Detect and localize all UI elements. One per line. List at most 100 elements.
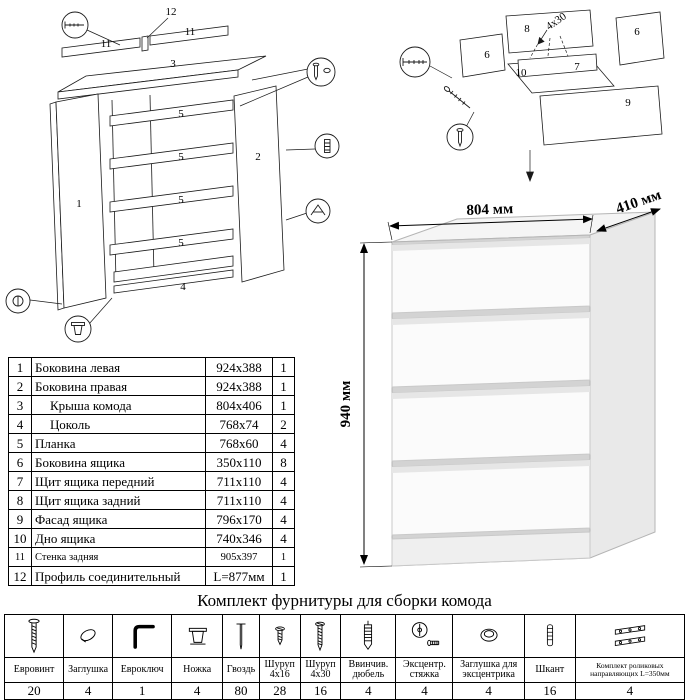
part-label-5a: 5 xyxy=(178,108,184,120)
hw-item-qty: 4 xyxy=(574,682,686,700)
part-label-6b: 6 xyxy=(634,26,640,38)
nail-icon xyxy=(236,623,246,650)
hardware-label-row: Евровинт Заглушка Евроключ Ножка Гвоздь … xyxy=(3,657,686,683)
leg-icon xyxy=(189,627,207,645)
hw-item-label: Шуруп 4х16 xyxy=(258,657,301,683)
hw-item-qty: 16 xyxy=(299,682,342,700)
roller-guides-icon xyxy=(614,625,646,646)
hw-item-qty: 4 xyxy=(452,682,525,700)
part-name: Дно ящика xyxy=(31,528,206,548)
wooden-dowel-icon xyxy=(546,624,553,647)
hw-icon-cell xyxy=(340,614,397,658)
part-label-7: 7 xyxy=(574,61,580,73)
hw-icon-cell xyxy=(395,614,454,658)
part-size: 768x74 xyxy=(205,414,273,434)
hw-item-qty: 80 xyxy=(222,682,260,700)
part-name: Профиль соединительный xyxy=(31,566,206,586)
part-name: Планка xyxy=(31,433,206,453)
table-row: 2 Боковина правая 924x388 1 xyxy=(8,376,295,396)
part-size: 924x388 xyxy=(205,357,273,377)
part-label-1: 1 xyxy=(76,198,82,210)
hardware-kit-title: Комплект фурнитуры для сборки комода xyxy=(197,591,492,610)
drawer-leader-lines xyxy=(429,29,569,182)
part-number: 8 xyxy=(8,490,32,510)
part-qty: 4 xyxy=(272,471,295,491)
hw-icon-cell xyxy=(171,614,224,658)
part-qty: 8 xyxy=(272,452,295,472)
table-row: 1 Боковина левая 924x388 1 xyxy=(8,357,295,377)
frame-exploded-diagram: 12 11 11 3 5 5 5 5 1 2 4 xyxy=(5,6,340,343)
part-number: 7 xyxy=(8,471,32,491)
dimension-lines xyxy=(359,208,661,568)
part-size: 740x346 xyxy=(205,528,273,548)
parts-table-body: 1 Боковина левая 924x388 1 2 Боковина пр… xyxy=(8,357,295,586)
drawer-exploded-diagram: 8 6 6 7 10 9 4х30 xyxy=(399,9,665,182)
hw-item-qty: 4 xyxy=(63,682,114,700)
part-label-11b: 11 xyxy=(185,26,196,38)
part-qty: 4 xyxy=(272,490,295,510)
part-number: 10 xyxy=(8,528,32,548)
table-row: 10 Дно ящика 740x346 4 xyxy=(8,528,295,548)
part-size: 924x388 xyxy=(205,376,273,396)
part-size: 350x110 xyxy=(205,452,273,472)
part-label-8: 8 xyxy=(524,23,530,35)
part-number: 4 xyxy=(8,414,32,434)
part-qty: 1 xyxy=(272,566,295,586)
part-label-4: 4 xyxy=(180,281,186,293)
part-label-3: 3 xyxy=(170,58,176,70)
hw-item-label: Гвоздь xyxy=(222,657,260,683)
part-number: 11 xyxy=(8,547,32,567)
part-number: 1 xyxy=(8,357,32,377)
table-row: 3 Крыша комода 804x406 1 xyxy=(8,395,295,415)
screw-short-icon xyxy=(274,626,285,646)
part-name: Боковина правая xyxy=(31,376,206,396)
hardware-qty-row: 20 4 1 4 80 28 16 4 4 4 16 4 xyxy=(3,682,686,700)
height-dimension-label: 940 мм xyxy=(338,381,354,428)
hardware-table: Евровинт Заглушка Евроключ Ножка Гвоздь … xyxy=(3,614,686,700)
table-row: 11 Стенка задняя 905x397 1 xyxy=(8,547,295,567)
part-number: 6 xyxy=(8,452,32,472)
part-name: Крыша комода xyxy=(31,395,206,415)
drawer-front-3 xyxy=(391,385,591,462)
part-name: Щит ящика задний xyxy=(31,490,206,510)
part-number: 5 xyxy=(8,433,32,453)
hw-item-label: Ввинчив. дюбель xyxy=(340,657,397,683)
cam-lock-icon xyxy=(412,622,440,646)
part-qty: 1 xyxy=(272,395,295,415)
part-name: Фасад ящика xyxy=(31,509,206,529)
hw-icon-cell xyxy=(452,614,525,658)
part-label-9: 9 xyxy=(625,97,631,109)
part-qty: 4 xyxy=(272,433,295,453)
depth-arrow xyxy=(596,208,661,232)
table-row: 7 Щит ящика передний 711x110 4 xyxy=(8,471,295,491)
hw-icon-cell xyxy=(574,614,686,658)
hw-item-qty: 20 xyxy=(3,682,65,700)
hw-icon-cell xyxy=(299,614,342,658)
part-label-5b: 5 xyxy=(178,151,184,163)
screw-long-icon xyxy=(315,621,326,652)
hw-item-qty: 1 xyxy=(112,682,173,700)
part-qty: 4 xyxy=(272,528,295,548)
part-label-6a: 6 xyxy=(484,49,490,61)
part-qty: 4 xyxy=(272,509,295,529)
part-name: Щит ящика передний xyxy=(31,471,206,491)
part-qty: 2 xyxy=(272,414,295,434)
parts-table: 1 Боковина левая 924x388 1 2 Боковина пр… xyxy=(8,357,295,586)
part-number: 3 xyxy=(8,395,32,415)
part-size: 768x60 xyxy=(205,433,273,453)
hw-item-label: Заглушка xyxy=(63,657,114,683)
part-label-10: 10 xyxy=(516,67,528,79)
part-label-5d: 5 xyxy=(178,237,184,249)
part-label-2: 2 xyxy=(255,151,261,163)
table-row: 5 Планка 768x60 4 xyxy=(8,433,295,453)
hw-icon-cell xyxy=(112,614,173,658)
hw-icon-cell xyxy=(258,614,301,658)
part-name: Стенка задняя xyxy=(31,547,206,567)
table-row: 6 Боковина ящика 350x110 8 xyxy=(8,452,295,472)
hw-item-qty: 4 xyxy=(171,682,224,700)
hw-item-label: Эксцентр. стяжка xyxy=(395,657,454,683)
part-size: L=877мм xyxy=(205,566,273,586)
hw-item-qty: 4 xyxy=(395,682,454,700)
hw-icon-cell xyxy=(63,614,114,658)
